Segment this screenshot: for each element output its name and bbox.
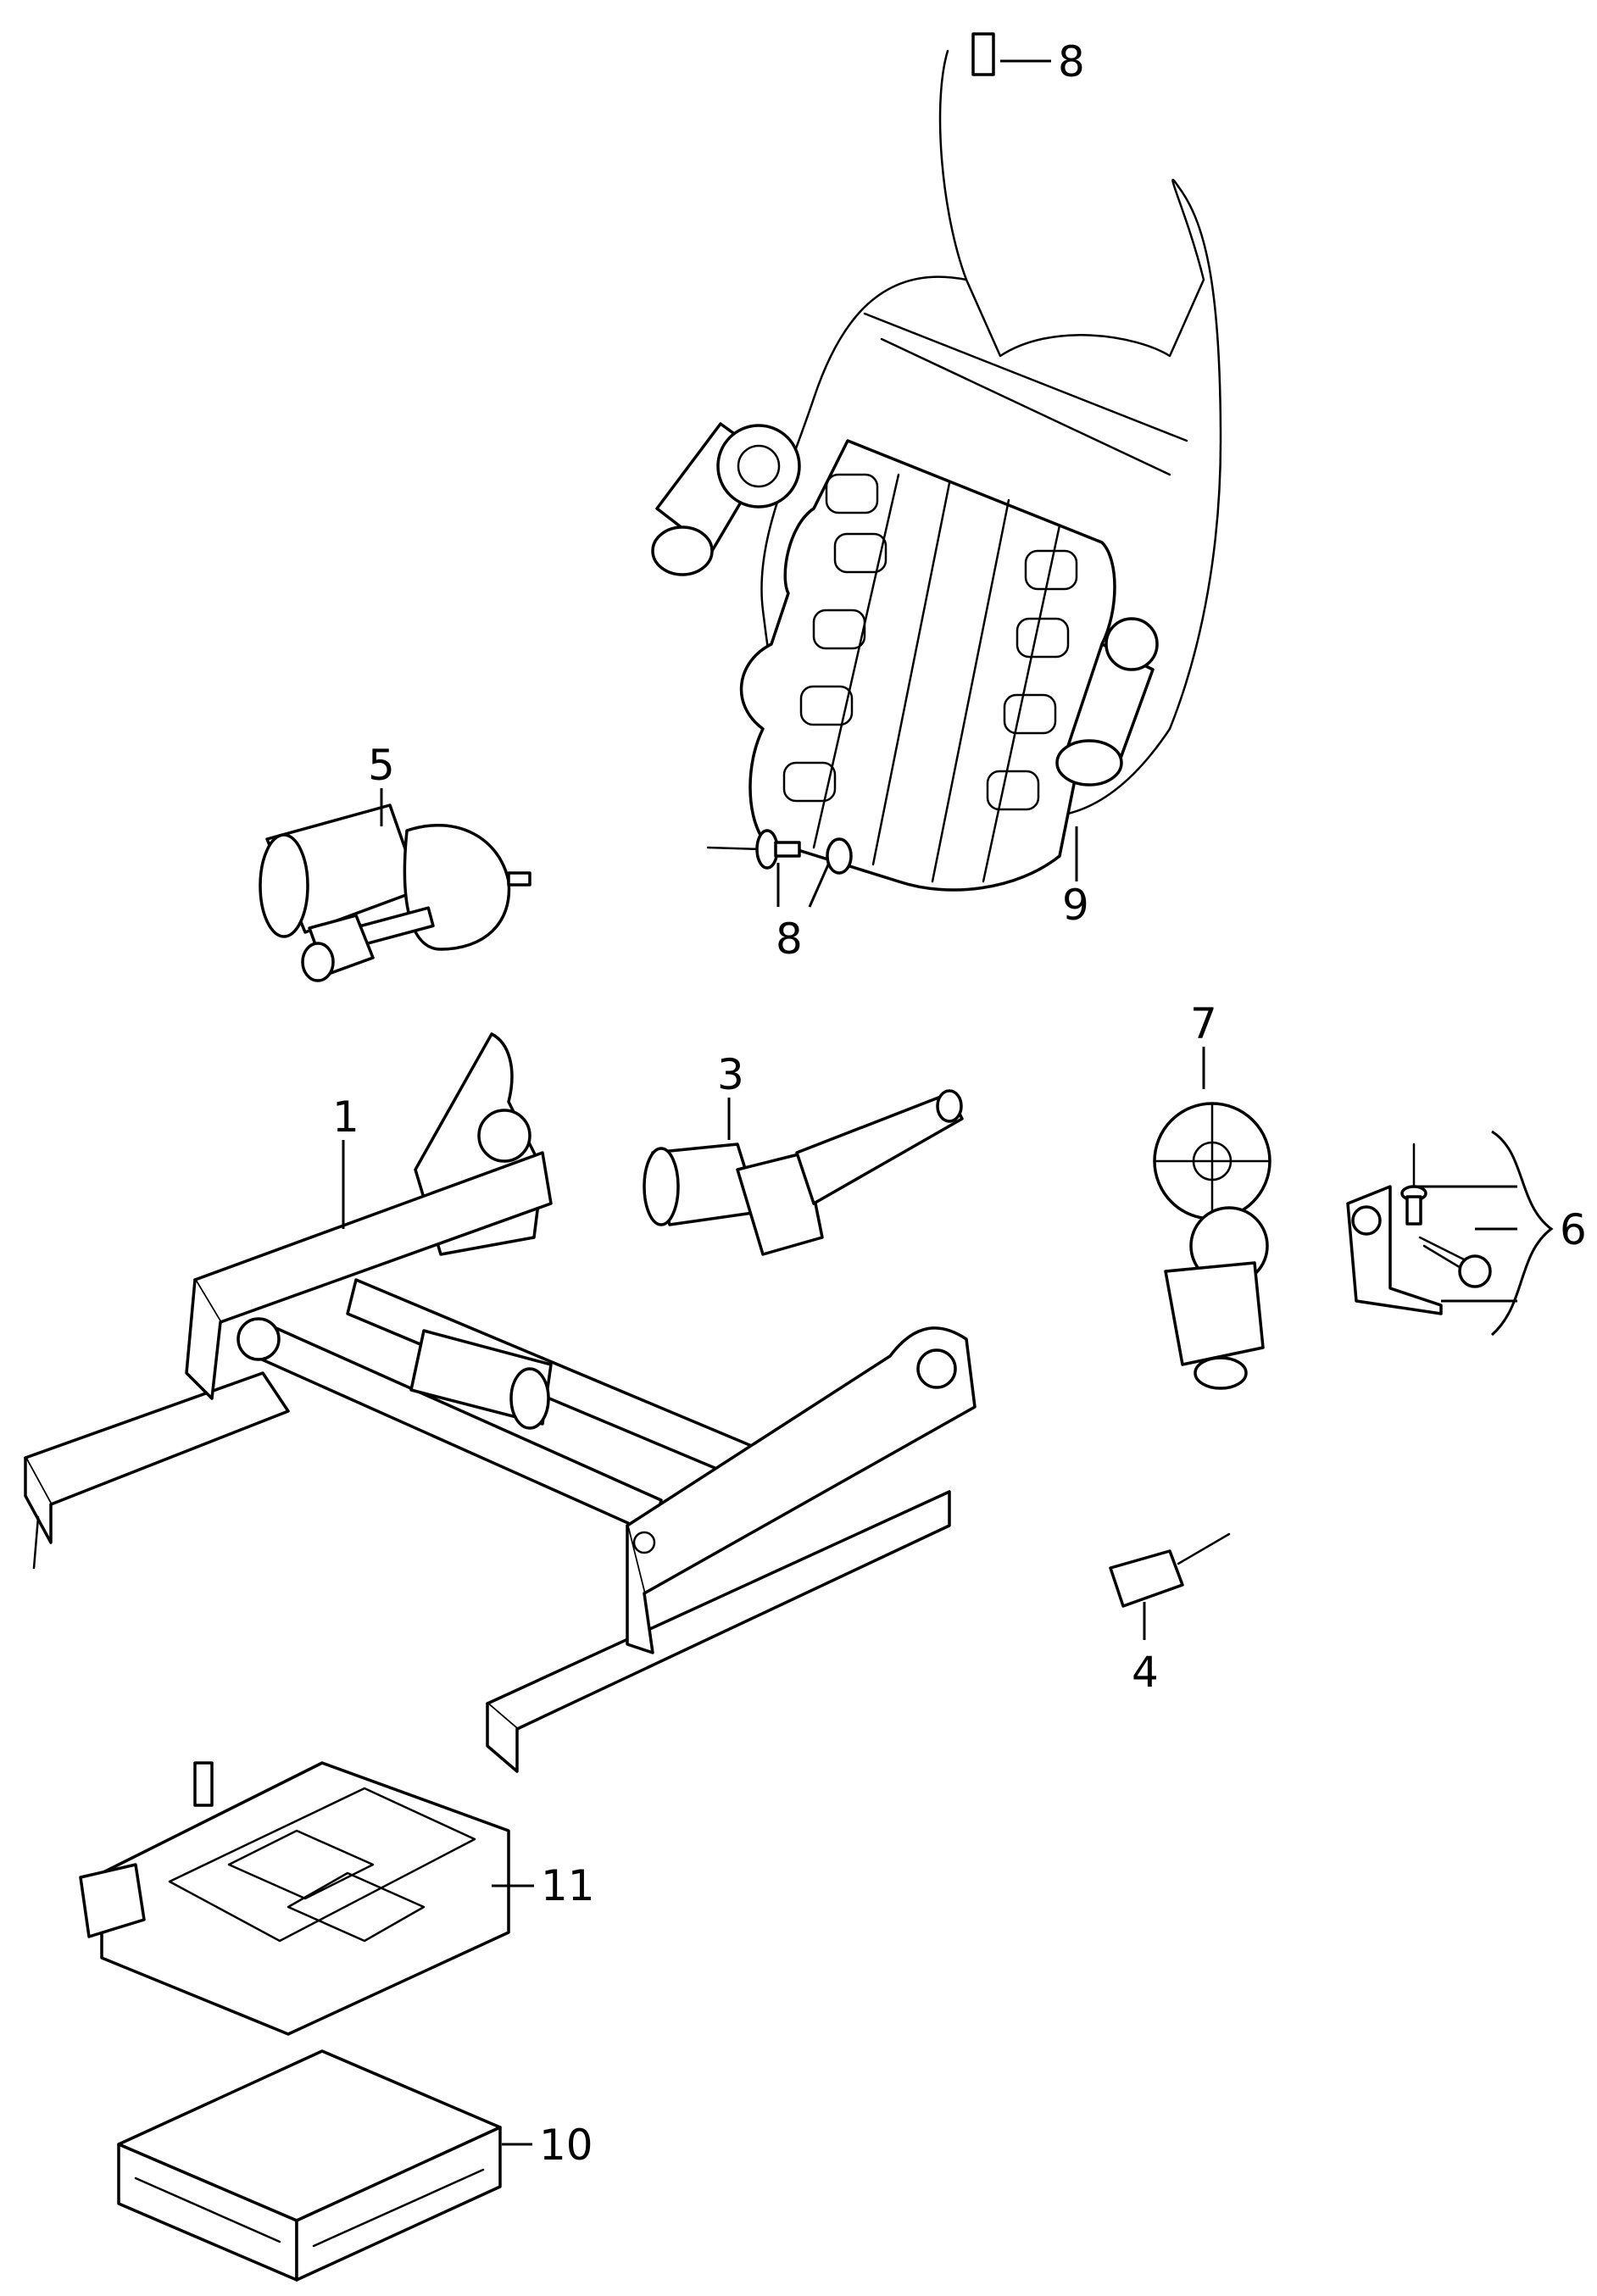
rivet-and-washer: [706, 829, 853, 875]
callout-5: 5: [368, 741, 395, 790]
backrest-left-motor: [651, 422, 801, 576]
wire-clip-top: [971, 32, 995, 76]
seat-ecu-box: [117, 2049, 502, 2282]
callout-1: 1: [332, 1092, 359, 1142]
bracket-rivet-screw: [1346, 1142, 1492, 1315]
callout-9: 9: [1062, 881, 1089, 930]
recline-motor: [1153, 1102, 1271, 1390]
backrest-right-motor: [1055, 617, 1159, 787]
seat-base-frame: [24, 1032, 977, 1773]
callout-labels: 8 9 8 5 1 3 7 6 4 11 10: [332, 37, 1587, 2170]
callout-4: 4: [1132, 1648, 1159, 1697]
callout-6: 6: [1560, 1205, 1587, 1254]
backrest-frame-assembly: [651, 32, 1222, 892]
callout-10: 10: [539, 2121, 593, 2170]
seat-control-unit: [79, 1761, 510, 2036]
leader-lines: [342, 59, 1554, 2146]
wire-connector: [1109, 1532, 1231, 1608]
height-adjust-motor: [259, 803, 531, 982]
callout-8-top: 8: [1058, 37, 1085, 86]
callout-11: 11: [541, 1861, 595, 1910]
callout-7: 7: [1190, 999, 1217, 1048]
callout-3: 3: [717, 1050, 744, 1099]
fore-aft-motor: [643, 1089, 964, 1256]
callout-8-bottom: 8: [776, 915, 803, 964]
